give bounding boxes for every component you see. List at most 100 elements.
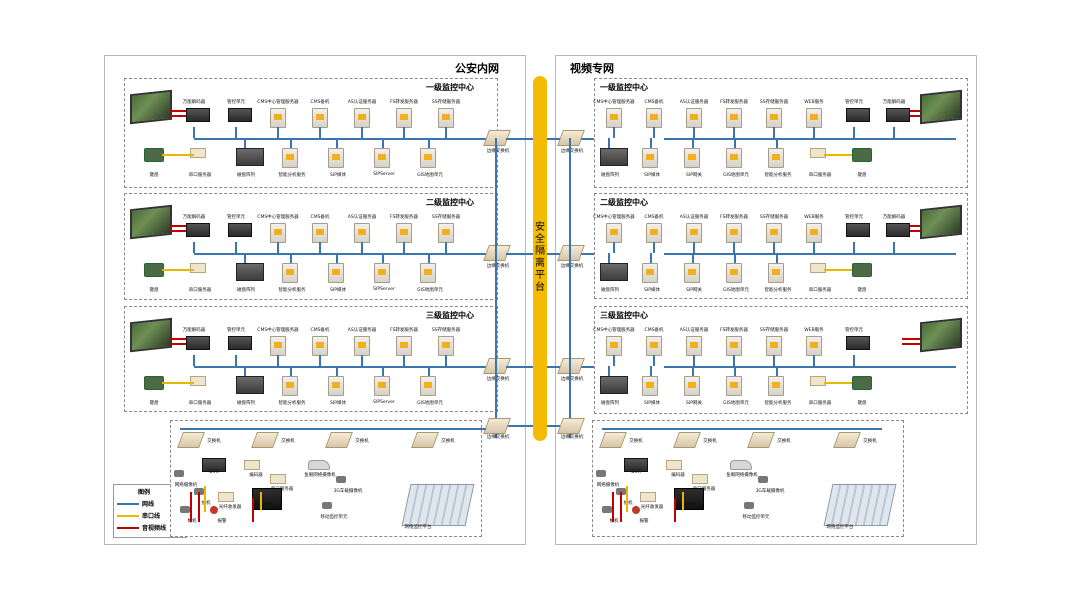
camera-icon	[174, 470, 184, 477]
server-icon	[684, 263, 700, 283]
serial-line	[824, 382, 852, 384]
server-icon	[766, 108, 782, 128]
device-label: SS存储服务器	[759, 215, 789, 220]
device-label: GIS地图单元	[417, 401, 443, 406]
device-label: 键盘	[149, 288, 159, 293]
server-icon	[396, 223, 412, 243]
device-label: SS存储服务器	[431, 100, 461, 105]
device-label: CMS中心管理服务器	[257, 100, 299, 105]
platform-link	[506, 425, 533, 427]
access-device-label: 拾机	[201, 501, 211, 506]
access-device-label: 网络监控平台	[404, 525, 432, 530]
drop-line	[277, 242, 279, 253]
drop-line	[733, 242, 735, 253]
drop-line	[693, 242, 695, 253]
drop-line	[193, 127, 195, 138]
device-label: 智能分析服务	[764, 173, 792, 178]
server-icon	[768, 263, 784, 283]
drop-line	[445, 127, 447, 138]
server-icon	[354, 108, 370, 128]
disk-array-icon	[236, 263, 264, 281]
server-icon	[374, 148, 390, 168]
switch-label: 交换机	[207, 439, 221, 444]
device-label: WEB服务	[804, 215, 824, 220]
encoder-icon	[666, 460, 682, 470]
edge-switch-label: 边缘交换机	[486, 264, 510, 269]
monitoring-center	[594, 78, 968, 188]
av-line	[190, 492, 192, 522]
drop-line	[382, 253, 384, 263]
server-icon	[354, 223, 370, 243]
control-unit	[846, 108, 870, 122]
drop-line	[428, 253, 430, 263]
device-label: CMS中心管理服务器	[257, 215, 299, 220]
switch-label: 交换机	[777, 439, 791, 444]
device-label: 智能分析服务	[764, 288, 792, 293]
camera-icon	[322, 502, 332, 509]
device-label: 管控单元	[227, 215, 245, 220]
av-line	[902, 230, 920, 232]
keyboard-icon	[144, 263, 164, 277]
device-label: GIS地图单元	[723, 173, 749, 178]
drop-line	[235, 355, 237, 366]
drop-line	[734, 253, 736, 263]
device-label: 万能解码器	[182, 100, 206, 105]
drop-line	[290, 138, 292, 148]
drop-line	[244, 253, 246, 263]
server-icon	[396, 108, 412, 128]
dvr-icon	[624, 458, 648, 472]
device-label: AS认证服务器	[679, 328, 709, 333]
platform-link	[506, 138, 533, 140]
av-line	[612, 492, 614, 522]
server-icon	[642, 263, 658, 283]
edge-switch-label: 边缘交换机	[560, 149, 584, 154]
device-label: 管控单元	[845, 215, 863, 220]
server-icon	[726, 108, 742, 128]
access-device-label: 3G车载摄像机	[755, 489, 785, 494]
server-icon	[420, 263, 436, 283]
encoder-icon	[244, 460, 260, 470]
video-private-network-title: 视频专网	[570, 62, 614, 75]
camera-icon	[596, 470, 606, 477]
server-icon	[282, 376, 298, 396]
device-label: WEB服务	[804, 100, 824, 105]
device-label: GIS地图单元	[417, 173, 443, 178]
network-bus-line	[664, 366, 956, 368]
access-device-label: 拾机	[623, 501, 633, 506]
fiber-transceiver-icon	[640, 492, 656, 502]
device-label: 磁盘阵列	[237, 401, 255, 406]
device-label: 键盘	[149, 401, 159, 406]
drop-line	[382, 366, 384, 376]
drop-line	[235, 242, 237, 253]
platform-link	[547, 366, 560, 368]
device-label: FS转发服务器	[720, 100, 748, 105]
serial-line-swatch	[117, 515, 139, 517]
av-line	[902, 343, 920, 345]
device-label: 管控单元	[845, 328, 863, 333]
serial-server-icon	[190, 263, 206, 273]
server-icon	[374, 376, 390, 396]
device-label: WEB服务	[804, 328, 824, 333]
fiber-transceiver-icon	[218, 492, 234, 502]
drop-line	[853, 127, 855, 138]
device-label: 串口服务器	[808, 288, 832, 293]
server-icon	[282, 148, 298, 168]
access-device-label: 鱼眼网络摄像机	[726, 473, 758, 478]
disk-array-icon	[236, 376, 264, 394]
server-icon	[768, 148, 784, 168]
access-device-label: 网络摄像机	[174, 483, 198, 488]
platform-link	[547, 138, 560, 140]
video-wall-display	[130, 317, 172, 353]
drop-line	[773, 242, 775, 253]
serial-server-icon	[810, 376, 826, 386]
legend-label: 网线	[142, 501, 155, 508]
server-icon	[420, 148, 436, 168]
drop-line	[734, 138, 736, 148]
alarm-icon	[210, 506, 218, 514]
safe-isolation-platform	[533, 76, 547, 441]
server-icon	[312, 336, 328, 356]
edge-switch-label: 边缘交换机	[486, 377, 510, 382]
device-label: 智能分析服务	[764, 401, 792, 406]
server-icon	[768, 376, 784, 396]
drop-line	[193, 242, 195, 253]
